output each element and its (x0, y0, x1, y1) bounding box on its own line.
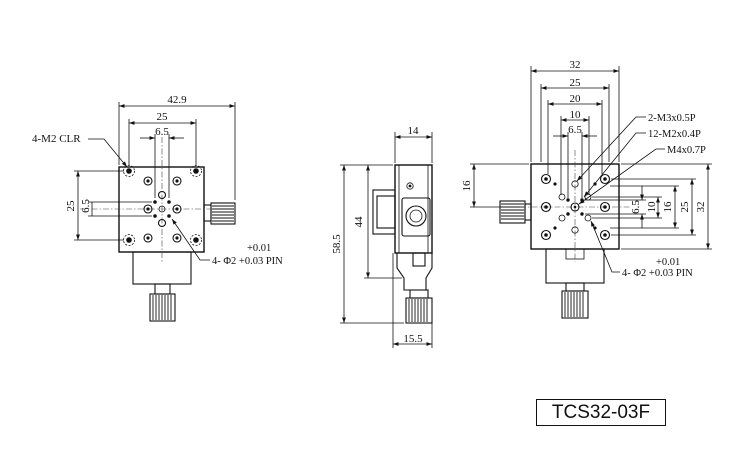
top-dim-20: 20 (570, 93, 582, 105)
top-right-dim-16: 16 (662, 201, 674, 213)
side-body (394, 164, 433, 254)
top-dim-10: 10 (570, 109, 582, 121)
front-side-knob (203, 202, 236, 225)
front-tol-upper: +0.01 (247, 243, 271, 254)
front-clr-label: 4-M2 CLR (32, 133, 81, 145)
top-side-knob (499, 200, 532, 224)
front-clr-holes (123, 165, 202, 246)
front-dim-center: 6.5 (155, 126, 169, 138)
top-right-dim-32: 32 (695, 202, 707, 213)
top-dim-6-5: 6.5 (568, 124, 582, 136)
front-dim-hole-pitch: 25 (157, 111, 169, 123)
top-dim-25: 25 (570, 77, 582, 89)
front-dim-height-small: 6.5 (80, 199, 92, 213)
top-label-m2: 12-M2x0.4P (648, 129, 701, 140)
side-knob-housing (401, 197, 431, 237)
top-dim-16: 16 (461, 180, 473, 192)
side-dim-bottom: 15.5 (403, 333, 423, 345)
side-dim-height: 44 (353, 216, 365, 228)
front-bottom-knob (149, 293, 176, 322)
front-plate (118, 166, 205, 253)
top-label-m4: M4x0.7P (667, 145, 706, 156)
top-view: 32 25 20 10 6.5 16 32 25 (461, 59, 712, 319)
top-pin-label: 4- Φ2 +0.03 PIN (622, 268, 693, 279)
top-holes (540, 173, 611, 241)
side-view: 14 58.5 44 15.5 (331, 125, 433, 348)
front-pin-label: 4- Φ2 +0.03 PIN (212, 256, 283, 267)
top-right-dim-25: 25 (679, 201, 691, 213)
side-knob (405, 205, 427, 227)
side-left-block (372, 189, 396, 235)
side-bottom-knob (405, 297, 433, 324)
top-tol-upper: +0.01 (656, 257, 680, 268)
side-dim-total-height: 58.5 (331, 234, 343, 254)
front-view: 42.9 25 6.5 25 6.5 4-M2 CLR +0.01 4- Φ2 … (32, 94, 283, 322)
front-mount-holes (143, 176, 182, 243)
top-right-dim-10: 10 (646, 201, 658, 213)
front-neck (154, 283, 171, 295)
top-dim-32: 32 (570, 59, 581, 71)
side-dim-top: 14 (408, 125, 420, 137)
top-bottom-knob (561, 290, 589, 319)
side-lower-body (396, 253, 433, 291)
front-dim-width: 42.9 (167, 94, 187, 106)
top-label-m3: 2-M3x0.5P (648, 113, 696, 124)
front-dim-height: 25 (65, 200, 77, 212)
model-title-box: TCS32-03F (536, 399, 666, 426)
top-right-dim-6-5: 6.5 (630, 200, 642, 214)
